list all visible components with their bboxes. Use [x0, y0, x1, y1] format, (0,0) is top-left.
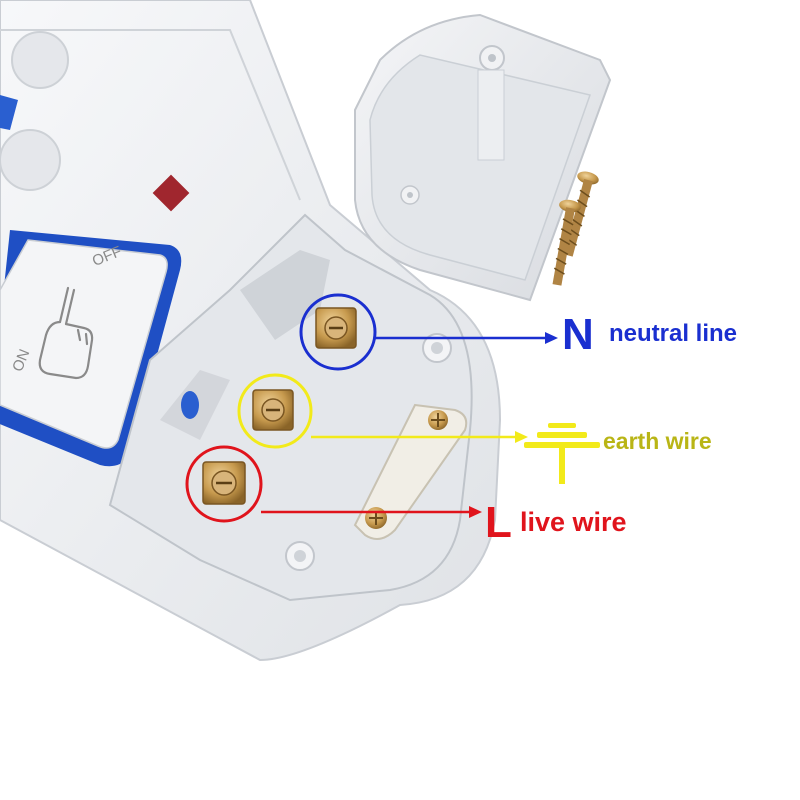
loose-screw-2: [552, 199, 581, 286]
neutral-line-label: neutral line: [609, 320, 738, 347]
live-terminal: [202, 461, 246, 505]
pointing-hand-icon: [38, 286, 94, 380]
neutral-terminal: [315, 307, 357, 349]
live-pointer-line: [261, 506, 482, 518]
neutral-pointer-line: [374, 332, 558, 344]
earth-pointer-line: [311, 431, 528, 443]
neutral-letter-label: N: [562, 310, 594, 359]
loose-screw-1: [563, 171, 599, 257]
earth-highlight-circle: [237, 373, 313, 449]
neutral-highlight-circle: [299, 293, 377, 371]
live-highlight-circle: [185, 445, 263, 523]
earth-ground-icon: [524, 423, 600, 484]
earth-wire-label: earth wire: [603, 428, 712, 454]
live-wire-label: live wire: [520, 507, 627, 537]
rocker-switch[interactable]: [0, 230, 182, 467]
live-letter-label: L: [485, 498, 512, 547]
earth-terminal: [252, 389, 294, 431]
end-cap-cover: [354, 13, 612, 302]
